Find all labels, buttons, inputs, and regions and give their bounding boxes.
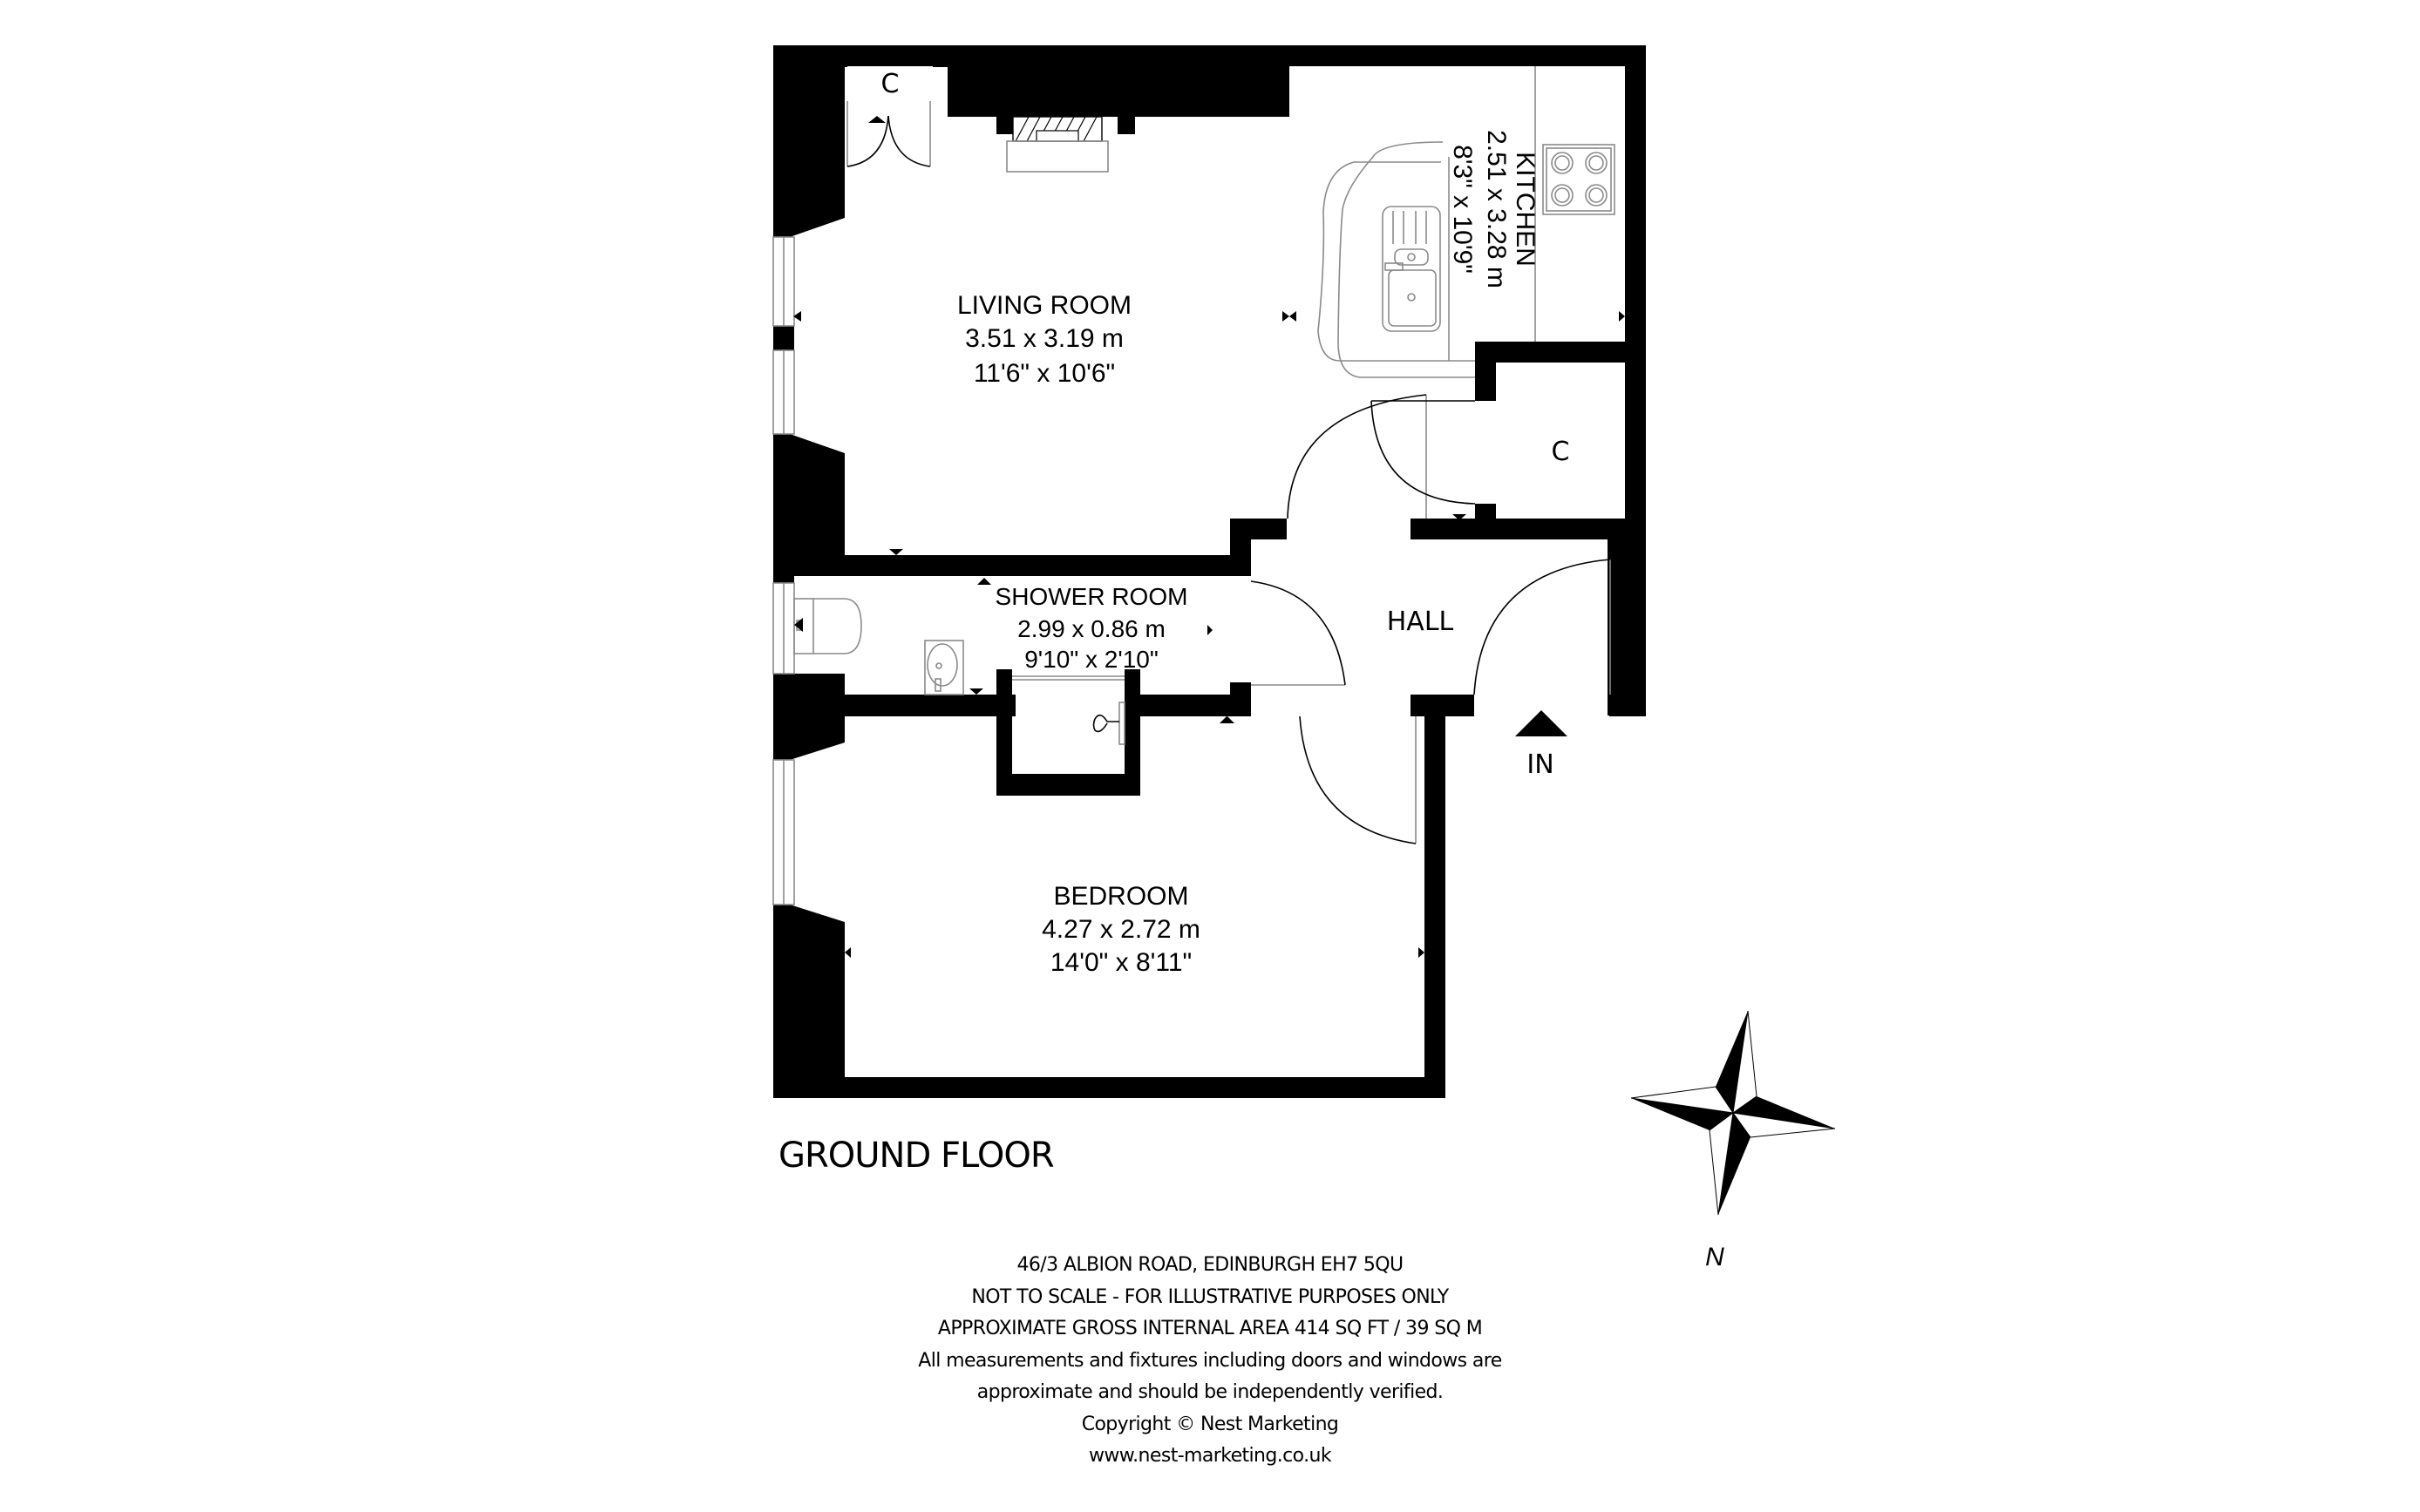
footer-disclaimer: 46/3 ALBION ROAD, EDINBURGH EH7 5QU NOT … [861, 1250, 1559, 1473]
living-room-label: LIVING ROOM [957, 291, 1132, 320]
fireplace-icon [1006, 116, 1109, 173]
shower-room-label: SHOWER ROOM [996, 583, 1188, 610]
living-room-door[interactable] [1287, 394, 1427, 519]
sink-icon [1382, 206, 1441, 332]
bedroom-label: BEDROOM [1053, 882, 1188, 911]
cupboard-hall-door[interactable] [1370, 400, 1476, 505]
footer-disclaimer-line-1: All measurements and fixtures including … [918, 1349, 1502, 1372]
measurement-markers [793, 60, 1625, 1098]
hall-label: HALL [1387, 607, 1454, 637]
measure-marker-icon [868, 116, 886, 123]
entrance-label: IN [1526, 749, 1553, 780]
entrance-door[interactable] [1473, 559, 1611, 695]
footer-copyright: Copyright © Nest Marketing [1081, 1413, 1339, 1435]
kitchen-label: KITCHEN [1511, 152, 1540, 267]
compass-north-label: N [1705, 1243, 1724, 1271]
shower-room-metric: 2.99 x 0.86 m [1017, 615, 1166, 642]
kitchen-counter [1317, 66, 1536, 378]
toilet-icon [793, 598, 862, 654]
bedroom-imperial: 14'0" x 8'11" [1050, 948, 1192, 977]
shower-icon [1012, 675, 1125, 745]
footer-scale-note: NOT TO SCALE - FOR ILLUSTRATIVE PURPOSES… [971, 1285, 1449, 1308]
floor-label: GROUND FLOOR [778, 1136, 1055, 1176]
walls [773, 45, 1646, 1098]
footer-address: 46/3 ALBION ROAD, EDINBURGH EH7 5QU [1016, 1254, 1404, 1276]
washbasin-icon [924, 640, 964, 695]
footer-area: APPROXIMATE GROSS INTERNAL AREA 414 SQ F… [937, 1318, 1483, 1339]
living-room-imperial: 11'6" x 10'6" [974, 359, 1115, 388]
shower-room-door[interactable] [1250, 580, 1346, 686]
kitchen-metric: 2.51 x 3.28 m [1482, 130, 1511, 288]
footer-website-link[interactable]: www.nest-marketing.co.uk [1089, 1445, 1332, 1467]
windows [772, 236, 795, 905]
bedroom-text: BEDROOM 4.27 x 2.72 m 14'0" x 8'11" [1042, 882, 1200, 977]
kitchen-imperial: 8'3" x 10'9" [1448, 145, 1477, 274]
bedroom-door[interactable] [1299, 715, 1417, 844]
entrance-arrow-icon [1515, 710, 1567, 736]
footer-disclaimer-line-2: approximate and should be independently … [976, 1381, 1444, 1403]
shower-room-imperial: 9'10" x 2'10" [1024, 646, 1159, 673]
shower-room-text: SHOWER ROOM 2.99 x 0.86 m 9'10" x 2'10" [996, 583, 1188, 673]
bedroom-metric: 4.27 x 2.72 m [1042, 915, 1200, 944]
cupboard-living-doors[interactable] [846, 66, 933, 167]
hob-icon [1542, 144, 1615, 215]
compass-rose-icon [1630, 1010, 1836, 1216]
cupboard-hall-label: C [1552, 437, 1570, 467]
cupboard-living-label: C [881, 69, 900, 99]
kitchen-label-group: KITCHEN [1511, 152, 1540, 267]
living-room-text: LIVING ROOM 3.51 x 3.19 m 11'6" x 10'6" [957, 291, 1132, 388]
living-room-metric: 3.51 x 3.19 m [965, 324, 1124, 353]
